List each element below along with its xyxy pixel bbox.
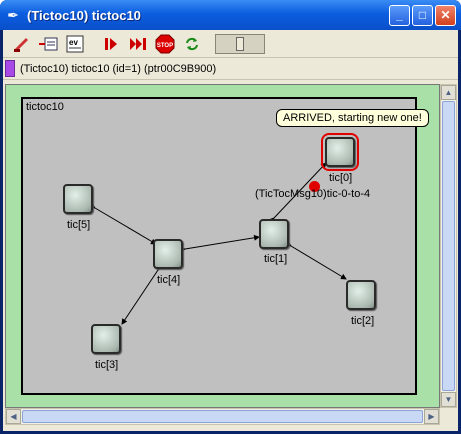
scroll-down-button[interactable]: ▼ [441,392,456,407]
svg-text:STOP: STOP [157,43,173,49]
event-log-button[interactable]: ev [63,33,87,55]
inspect-button[interactable] [36,33,60,55]
minimize-icon: _ [396,8,403,22]
run-button[interactable] [126,33,150,55]
link-tic1-tic0 [268,162,327,224]
run-icon [130,37,146,50]
node-tic0[interactable] [321,133,359,171]
client-area: ev STOP (Tictoc10) tictoc10 (id=1) (ptr0… [3,30,458,431]
svg-text:ev: ev [69,38,78,47]
link-tic5-tic4 [89,202,157,245]
status-bubble: ARRIVED, starting new one! [276,109,429,127]
node-label-tic5: tic[5] [67,219,91,231]
close-icon: ✕ [440,8,451,22]
toolbar-separator [90,33,96,55]
vertical-scroll-thumb[interactable] [442,101,455,391]
network-label: tictoc10 [26,101,64,113]
step-button[interactable] [99,33,123,55]
vertical-scrollbar[interactable]: ▲ ▼ [440,84,457,408]
refresh-icon [186,37,198,50]
refresh-button[interactable] [180,33,204,55]
node-tic4[interactable] [153,239,183,269]
node-tic2[interactable] [346,280,376,310]
minimize-button[interactable]: _ [389,4,410,26]
horizontal-scrollbar[interactable]: ◀ ▶ [5,408,440,425]
node-label-tic1: tic[1] [264,253,288,265]
node-label-tic2: tic[2] [351,315,375,327]
links-layer [89,162,347,325]
message-label: (TicTocMsg10)tic-0-to-4 [255,188,371,200]
chevron-down-icon: ▼ [444,395,453,404]
chevron-left-icon: ◀ [10,412,17,421]
maximize-button[interactable]: □ [412,4,433,26]
node-tic1[interactable] [259,219,289,249]
node-label-tic4: tic[4] [157,274,181,286]
network-module: tictoc10 ARRIVED, starting new one! tic[… [21,97,429,395]
event-log-icon: ev [66,35,84,52]
scroll-left-button[interactable]: ◀ [6,409,21,424]
chevron-right-icon: ▶ [428,412,435,421]
link-tic1-tic2 [285,240,347,280]
scroll-right-button[interactable]: ▶ [424,409,439,424]
network-canvas[interactable]: tictoc10 ARRIVED, starting new one! tic[… [5,84,440,408]
node-label-tic3: tic[3] [95,359,119,371]
window-title: (Tictoc10) tictoc10 [27,7,141,23]
chevron-up-icon: ▲ [444,88,453,97]
stop-button[interactable]: STOP [153,33,177,55]
horizontal-scroll-thumb[interactable] [22,410,423,423]
step-icon [105,37,117,50]
stop-icon: STOP [155,34,175,53]
node-label-tic0: tic[0] [329,172,353,184]
toolbar: ev STOP [3,30,458,58]
module-info-text: (Tictoc10) tictoc10 (id=1) (ptr00C9B900) [20,62,217,75]
node-tic5[interactable] [63,184,93,214]
inspect-icon [39,37,58,50]
close-button[interactable]: ✕ [435,4,456,26]
slider-thumb[interactable] [236,36,244,51]
scroll-up-button[interactable]: ▲ [441,85,456,100]
module-color-swatch [5,60,15,77]
speed-slider[interactable] [215,33,265,54]
step-back-button[interactable] [9,33,33,55]
step-back-icon [14,37,28,52]
info-bar: (Tictoc10) tictoc10 (id=1) (ptr00C9B900) [3,58,458,80]
link-tic4-tic1 [179,234,260,253]
node-tic3[interactable] [91,324,121,354]
maximize-icon: □ [418,8,427,22]
message-dot[interactable] [309,181,320,192]
feather-icon: ✒ [7,7,19,23]
title-bar[interactable]: ✒ (Tictoc10) tictoc10 _ □ ✕ [0,0,461,30]
link-tic4-tic3 [121,264,164,325]
